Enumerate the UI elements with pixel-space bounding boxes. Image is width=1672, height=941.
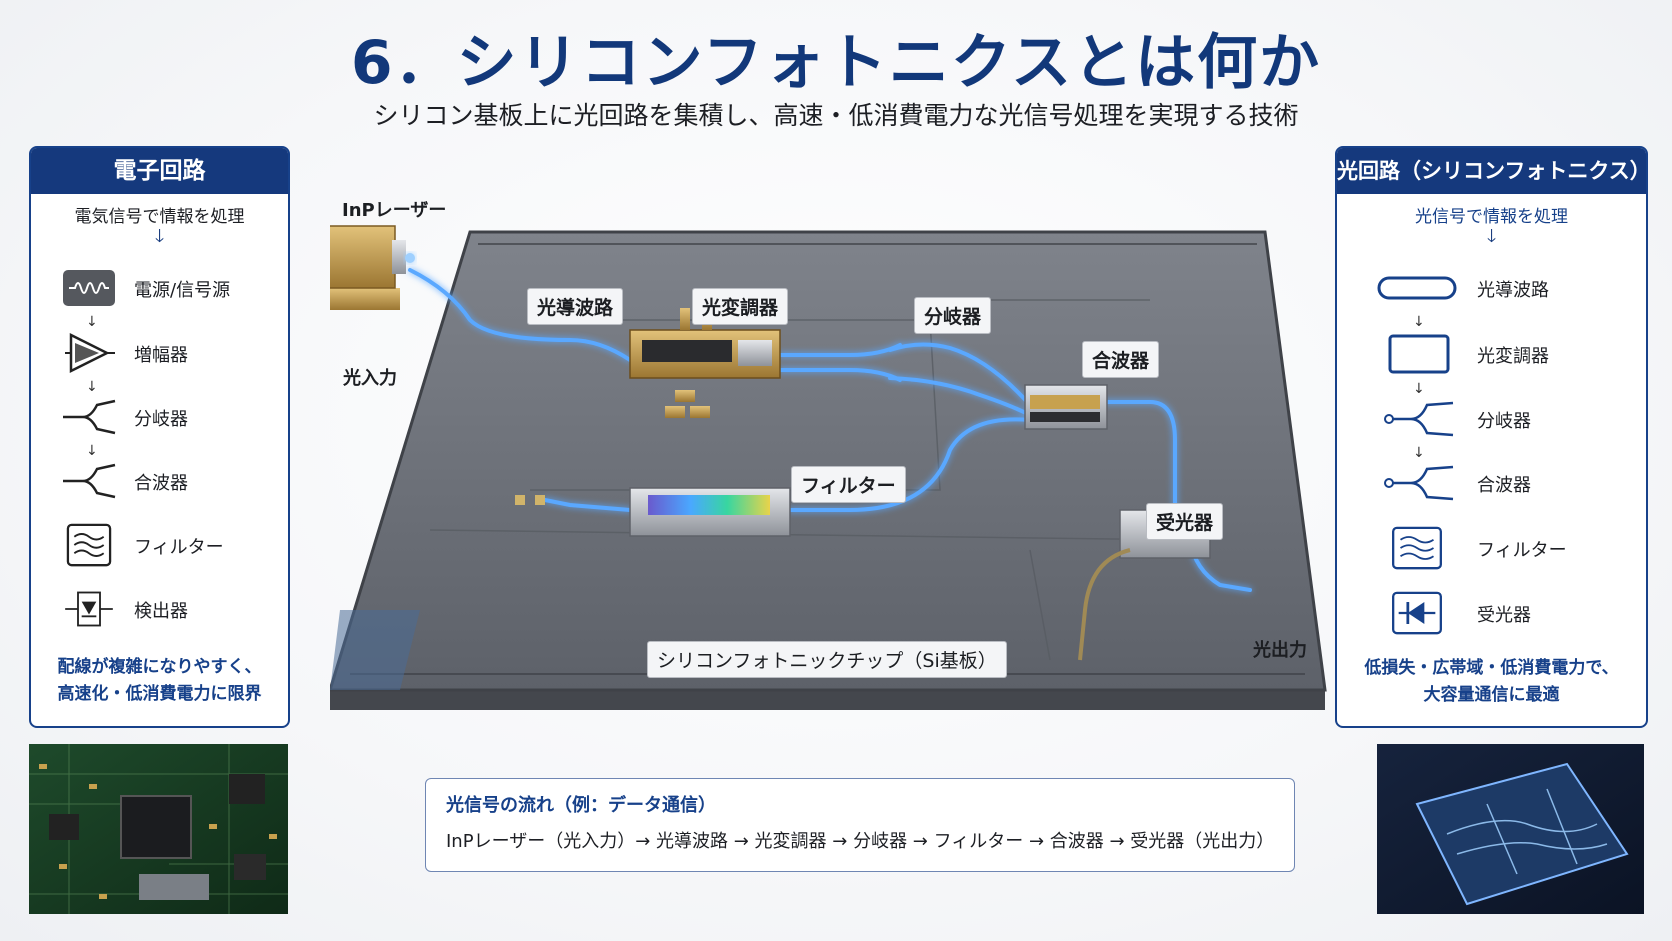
receiver-output-cable xyxy=(1078,548,1131,661)
amplifier-icon xyxy=(65,332,115,374)
electronic-circuit-panel: 電子回路 電気信号で情報を処理 🡓 電源/信号源 ↓ 増幅器 ↓ 分岐器 ↓ 合… xyxy=(29,146,290,728)
splitter-icon xyxy=(63,399,116,435)
inp-laser-label: InPレーザー xyxy=(342,200,447,221)
list-item-label: 光導波路 xyxy=(1477,280,1549,301)
list-item: 合波器 xyxy=(1337,455,1646,511)
photonic-circuit-panel: 光回路（シリコンフォトニクス） 光信号で情報を処理 🡓 光導波路 ↓ 光変調器 … xyxy=(1335,146,1648,728)
list-item: 光導波路 xyxy=(1337,260,1646,316)
combiner-icon xyxy=(1384,465,1454,501)
arrow-down-icon: ↓ xyxy=(1413,314,1425,330)
receiver-callout: 受光器 xyxy=(1146,503,1224,540)
list-item: 合波器 xyxy=(31,453,288,509)
footer-line: 低損失・広帯域・低消費電力で、 xyxy=(1364,658,1619,678)
signal-flow-text: InPレーザー（光入力）→ 光導波路 → 光変調器 → 分岐器 → フィルター … xyxy=(446,831,1275,852)
arrow-down-icon: ↓ xyxy=(86,379,98,395)
splitter-callout: 分岐器 xyxy=(914,297,992,334)
list-item: 光変調器 xyxy=(1337,326,1646,382)
arrow-down-icon: 🡓 xyxy=(1486,226,1497,247)
splitter-arm-upper xyxy=(888,342,1032,407)
circuit-board-photo xyxy=(29,744,288,914)
combiner-to-filter xyxy=(788,417,1032,512)
list-item-label: 増幅器 xyxy=(134,345,188,366)
filter-icon xyxy=(1392,526,1442,570)
photodiode-icon xyxy=(1392,591,1442,635)
filter-callout: フィルター xyxy=(791,466,906,503)
silicon-photonic-chip xyxy=(330,225,1327,710)
list-item-label: 分岐器 xyxy=(134,409,188,430)
list-item-label: 分岐器 xyxy=(1477,411,1531,432)
chip-side xyxy=(330,690,1325,710)
list-item: 電源/信号源 xyxy=(31,260,288,316)
list-item: フィルター xyxy=(1337,520,1646,576)
photonic-panel-description: 光信号で情報を処理 xyxy=(1415,207,1568,227)
filter-block xyxy=(629,487,791,537)
arrow-down-icon: ↓ xyxy=(86,314,98,330)
splitter-arm-lower xyxy=(888,376,1032,417)
filter-input xyxy=(543,498,632,512)
signal-flow-title: 光信号の流れ（例：データ通信） xyxy=(446,795,716,816)
list-item: フィルター xyxy=(31,517,288,573)
arrow-down-icon: ↓ xyxy=(86,443,98,459)
arrow-down-icon: 🡓 xyxy=(154,226,165,247)
splitter-icon xyxy=(1384,401,1454,437)
list-item: 受光器 xyxy=(1337,585,1646,641)
combiner-block xyxy=(1024,384,1108,430)
electronic-panel-footer: 配線が複雑になりやすく、 高速化・低消費電力に限界 xyxy=(31,654,288,708)
light-output-label: 光出力 xyxy=(1253,640,1307,661)
arrow-down-icon: ↓ xyxy=(1413,445,1425,461)
combiner-to-receiver xyxy=(1088,400,1177,522)
inp-laser-module xyxy=(330,225,415,310)
photonic-chip-photo xyxy=(1377,744,1644,914)
list-item-label: 合波器 xyxy=(1477,475,1531,496)
detector-icon xyxy=(65,591,113,627)
list-item-label: 受光器 xyxy=(1477,605,1531,626)
waveguide-callout: 光導波路 xyxy=(527,288,624,325)
photonic-panel-header: 光回路（シリコンフォトニクス） xyxy=(1337,148,1646,194)
photonic-panel-footer: 低損失・広帯域・低消費電力で、 大容量通信に最適 xyxy=(1337,655,1646,709)
waveguide-icon xyxy=(1377,276,1457,300)
page-subtitle: シリコン基板上に光回路を集積し、高速・低消費電力な光信号処理を実現する技術 xyxy=(373,101,1299,130)
signal-flow-box: 光信号の流れ（例：データ通信） InPレーザー（光入力）→ 光導波路 → 光変調… xyxy=(425,778,1295,872)
list-item-label: 光変調器 xyxy=(1477,346,1549,367)
chip-surface xyxy=(330,230,1327,692)
list-item: 検出器 xyxy=(31,581,288,637)
filter-icon xyxy=(66,523,112,567)
input-waveguide xyxy=(408,268,632,362)
optical-modulator-block xyxy=(629,308,781,418)
electronic-panel-description: 電気信号で情報を処理 xyxy=(74,207,245,227)
list-item: 増幅器 xyxy=(31,325,288,381)
modulator-callout: 光変調器 xyxy=(692,288,789,325)
list-item: 分岐器 xyxy=(1337,391,1646,447)
light-input-label: 光入力 xyxy=(343,368,397,389)
combiner-icon xyxy=(63,463,116,499)
signal-source-icon xyxy=(63,270,115,306)
footer-line: 高速化・低消費電力に限界 xyxy=(57,684,262,704)
footer-line: 大容量通信に最適 xyxy=(1423,685,1560,705)
list-item: 分岐器 xyxy=(31,389,288,445)
list-item-label: 合波器 xyxy=(134,473,188,494)
combiner-callout: 合波器 xyxy=(1082,341,1160,378)
list-item-label: フィルター xyxy=(1477,540,1567,561)
list-item-label: 電源/信号源 xyxy=(134,280,231,301)
list-item-label: 検出器 xyxy=(134,601,188,622)
arrow-down-icon: ↓ xyxy=(1413,381,1425,397)
electronic-panel-header: 電子回路 xyxy=(31,148,288,194)
list-item-label: フィルター xyxy=(134,537,224,558)
page-title: 6．シリコンフォトニクスとは何か xyxy=(350,28,1322,98)
substrate-callout: シリコンフォトニックチップ（Si基板） xyxy=(647,641,1007,678)
footer-line: 配線が複雑になりやすく、 xyxy=(57,657,262,677)
modulator-icon xyxy=(1388,334,1450,374)
